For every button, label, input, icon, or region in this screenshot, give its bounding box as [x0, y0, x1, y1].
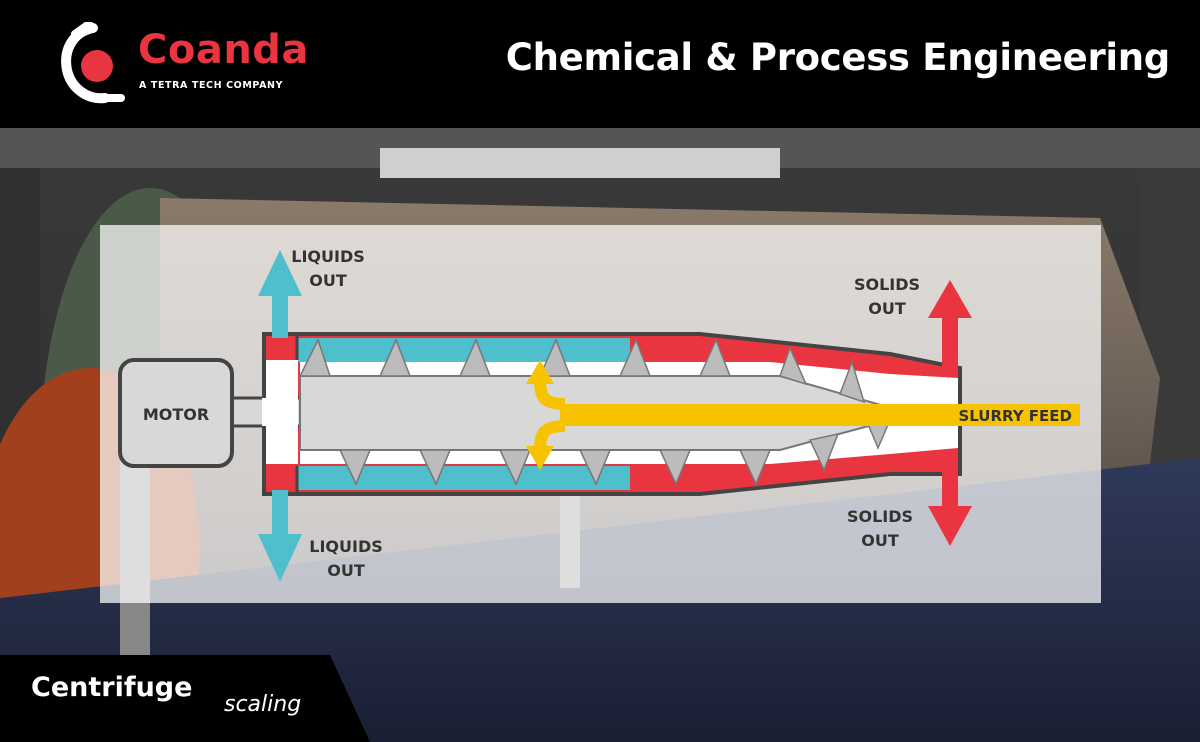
header-bar: Coanda A TETRA TECH COMPANY Chemical & P…: [0, 0, 1200, 128]
brand-tagline: A TETRA TECH COMPANY: [139, 80, 284, 91]
brand-name: Coanda: [138, 27, 309, 73]
footer-label-box: [0, 655, 370, 742]
diagram-panel: [100, 225, 1101, 603]
page-title: Chemical & Process Engineering: [505, 36, 1171, 79]
coanda-logo-icon: [61, 22, 125, 104]
footer-title: Centrifuge: [31, 672, 193, 703]
footer-subtitle: scaling: [224, 692, 302, 717]
